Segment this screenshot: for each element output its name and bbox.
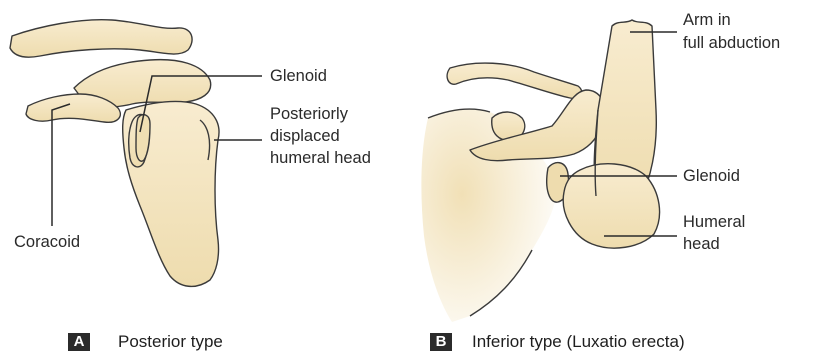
- caption-b: Inferior type (Luxatio erecta): [472, 332, 685, 352]
- clavicle-b: [447, 63, 582, 98]
- label-glenoid-b: Glenoid: [683, 166, 740, 187]
- panel-b-illustration: [421, 20, 659, 322]
- panel-b-letter-badge: B: [430, 333, 452, 351]
- panel-a-letter-badge: A: [68, 333, 90, 351]
- caption-a: Posterior type: [118, 332, 223, 352]
- label-humeral-head-a-line3: humeral head: [270, 148, 371, 169]
- leader-coracoid-a: [52, 104, 70, 226]
- label-glenoid-a: Glenoid: [270, 66, 327, 87]
- label-coracoid-a: Coracoid: [14, 232, 80, 253]
- label-humeral-head-b-line2: head: [683, 234, 720, 255]
- clavicle-a: [10, 20, 192, 57]
- label-arm-b-line2: full abduction: [683, 33, 780, 54]
- label-humeral-head-b-line1: Humeral: [683, 212, 745, 233]
- label-arm-b-line1: Arm in: [683, 10, 731, 31]
- label-humeral-head-a-line1: Posteriorly: [270, 104, 348, 125]
- label-humeral-head-a-line2: displaced: [270, 126, 340, 147]
